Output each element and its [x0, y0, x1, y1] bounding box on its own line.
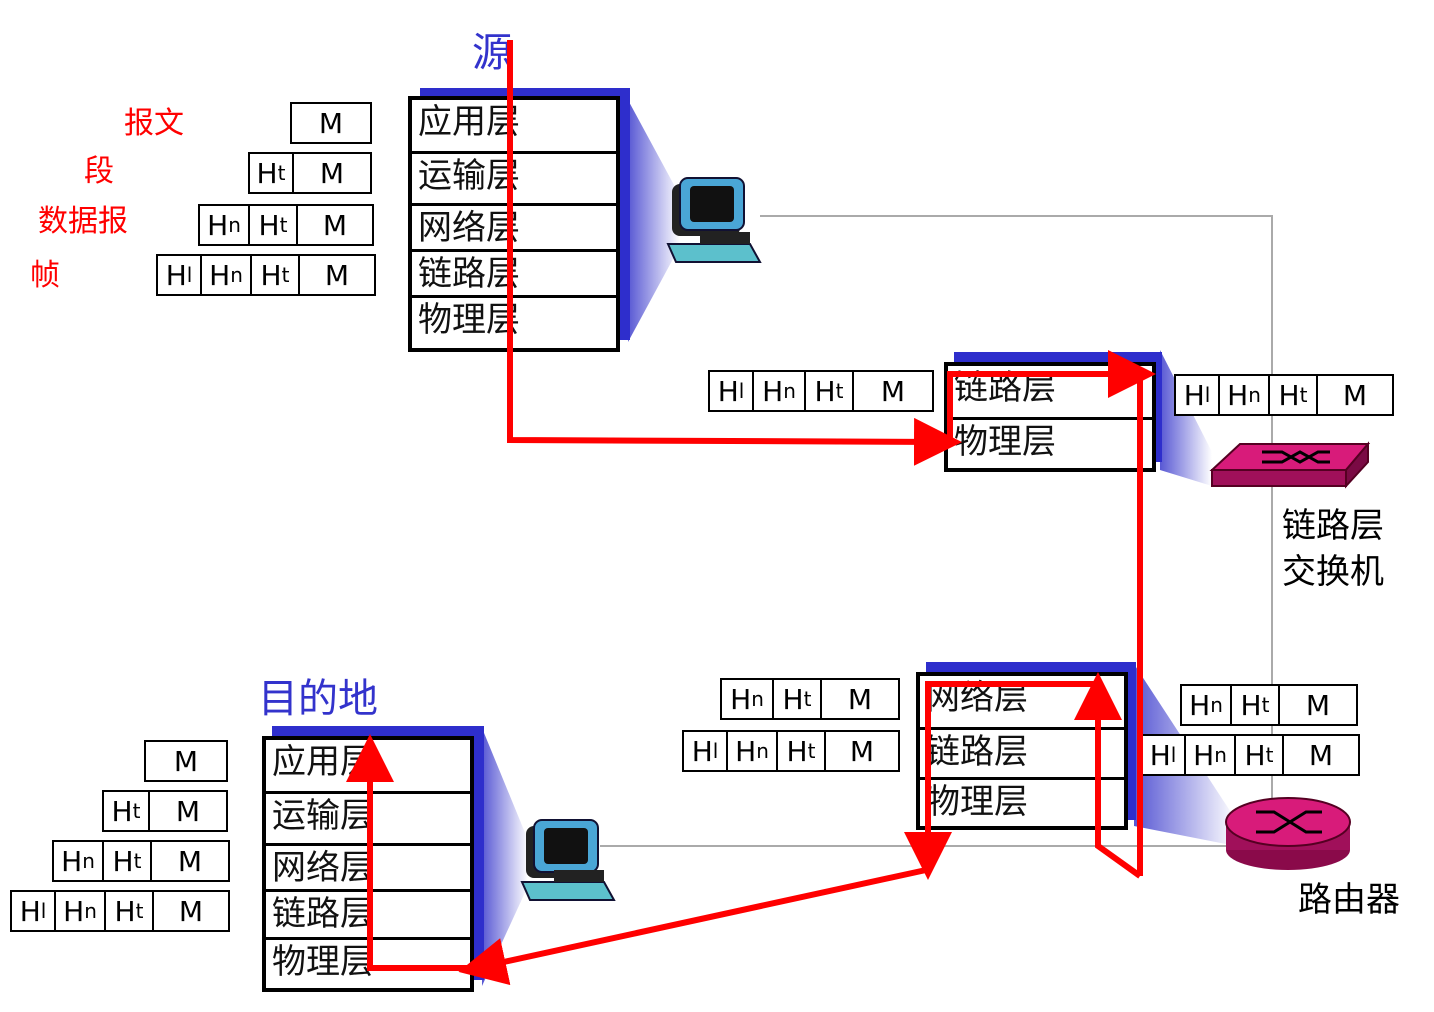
destination-message-pdu: M [144, 740, 228, 782]
payload-cell: M [880, 374, 906, 408]
path-switch-up [947, 350, 1156, 440]
source-layer-physical: 物理层 [418, 300, 520, 340]
payload-cell: M [324, 258, 350, 292]
switch-label-line1: 链路层 [1282, 506, 1384, 546]
switch-layer-physical: 物理层 [954, 422, 1056, 462]
pdu-label-frame: 帧 [30, 258, 60, 293]
path-router-down [904, 681, 1096, 880]
payload-cell: M [178, 894, 204, 928]
payload-cell: M [1308, 738, 1334, 772]
source-layer-network: 网络层 [412, 206, 616, 252]
path-source-to-switch [507, 40, 962, 466]
payload-cell: M [1342, 378, 1368, 412]
link-line-source [760, 215, 1273, 846]
payload-cell: M [319, 156, 345, 190]
router-icon [1225, 797, 1351, 870]
path-router-to-destination [458, 867, 927, 986]
pdu-label-segment: 段 [84, 154, 114, 189]
destination-cone [482, 728, 528, 986]
payload-cell: M [849, 734, 875, 768]
switch-label: 链路层 交换机 [1282, 503, 1384, 595]
router-layer-link: 链路层 [920, 730, 1124, 780]
source-layer-application: 应用层 [412, 100, 616, 154]
path-router-up [1074, 672, 1142, 879]
destination-title: 目的地 [258, 676, 378, 722]
payload-cell: M [177, 844, 203, 878]
source-protocol-stack: 应用层 运输层 网络层 链路层 物理层 [408, 96, 620, 352]
switch-icon [1209, 441, 1371, 489]
source-message-pdu: M [290, 102, 372, 144]
source-computer-icon [666, 177, 762, 263]
payload-cell: M [318, 106, 344, 140]
source-layer-link: 链路层 [412, 252, 616, 298]
payload-cell: M [847, 682, 873, 716]
router-layer-physical: 物理层 [926, 782, 1028, 822]
source-cone [628, 100, 680, 342]
switch-cone [1160, 350, 1212, 486]
destination-layer-physical: 物理层 [272, 942, 374, 982]
source-layer-transport: 运输层 [412, 154, 616, 206]
payload-cell: M [175, 794, 201, 828]
pdu-label-datagram: 数据报 [38, 204, 128, 239]
payload-cell: M [322, 208, 348, 242]
payload-cell: M [173, 744, 199, 778]
payload-cell: M [1305, 688, 1331, 722]
source-title: 源 [472, 30, 512, 76]
router-label: 路由器 [1298, 880, 1400, 920]
pdu-label-message: 报文 [124, 106, 184, 141]
destination-computer-icon [520, 819, 616, 901]
path-destination-up [346, 734, 476, 971]
switch-label-line2: 交换机 [1282, 552, 1384, 592]
